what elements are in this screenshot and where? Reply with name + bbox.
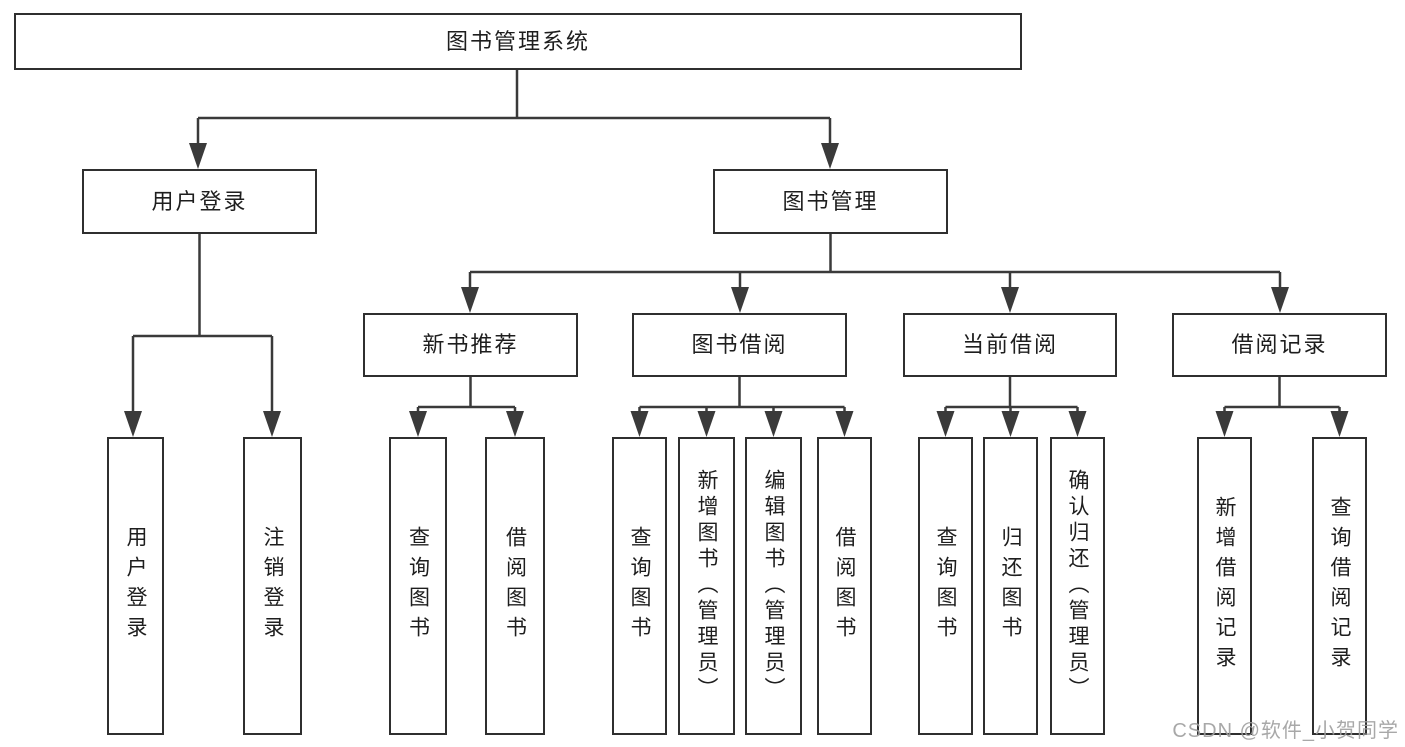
leaf-query-books-borrow-label: 查询图书 [628, 526, 651, 646]
node-borrow-records: 借阅记录 [1172, 313, 1387, 377]
node-book-borrow: 图书借阅 [632, 313, 847, 377]
node-current-borrow-label: 当前借阅 [961, 332, 1058, 357]
leaf-borrow-books: 借阅图书 [817, 437, 872, 735]
leaf-return-books: 归还图书 [983, 437, 1038, 735]
node-root-label: 图书管理系统 [445, 28, 590, 54]
leaf-query-books-recommend: 查询图书 [389, 437, 447, 735]
node-borrow-records-label: 借阅记录 [1231, 332, 1328, 357]
leaf-borrow-books-recommend: 借阅图书 [485, 437, 545, 735]
leaf-logout-label: 注销登录 [261, 526, 284, 646]
node-book-management-label: 图书管理 [782, 188, 879, 214]
leaf-add-borrow-record-label: 新增借阅记录 [1213, 496, 1236, 676]
node-user-login: 用户登录 [82, 169, 317, 234]
leaf-query-books-recommend-label: 查询图书 [406, 526, 430, 646]
leaf-user-login: 用户登录 [107, 437, 164, 735]
node-book-borrow-label: 图书借阅 [691, 332, 788, 357]
leaf-query-borrow-record-label: 查询借阅记录 [1328, 496, 1351, 676]
leaf-add-borrow-record: 新增借阅记录 [1197, 437, 1252, 735]
leaf-confirm-return-admin: 确认归还（管理员） [1050, 437, 1105, 735]
leaf-query-books-current: 查询图书 [918, 437, 973, 735]
csdn-watermark: CSDN @软件_小贺同学 [1172, 720, 1399, 742]
leaf-add-books-admin-label: 新增图书（管理员） [695, 469, 718, 703]
leaf-confirm-return-admin-label: 确认归还（管理员） [1066, 469, 1089, 703]
leaf-borrow-books-recommend-label: 借阅图书 [503, 526, 527, 646]
leaf-query-books-current-label: 查询图书 [934, 526, 957, 646]
arrowheads [124, 143, 1349, 437]
leaf-query-borrow-record: 查询借阅记录 [1312, 437, 1367, 735]
leaf-edit-books-admin-label: 编辑图书（管理员） [762, 469, 785, 703]
leaf-return-books-label: 归还图书 [999, 526, 1022, 646]
leaf-logout: 注销登录 [243, 437, 302, 735]
node-current-borrow: 当前借阅 [903, 313, 1117, 377]
leaf-edit-books-admin: 编辑图书（管理员） [745, 437, 802, 735]
leaf-add-books-admin: 新增图书（管理员） [678, 437, 735, 735]
leaf-borrow-books-label: 借阅图书 [833, 526, 856, 646]
node-new-book-recommend-label: 新书推荐 [422, 332, 519, 357]
node-book-management: 图书管理 [713, 169, 948, 234]
leaf-user-login-label: 用户登录 [124, 526, 147, 646]
leaf-query-books-borrow: 查询图书 [612, 437, 667, 735]
node-user-login-label: 用户登录 [151, 188, 248, 214]
node-root: 图书管理系统 [14, 13, 1022, 70]
node-new-book-recommend: 新书推荐 [363, 313, 578, 377]
